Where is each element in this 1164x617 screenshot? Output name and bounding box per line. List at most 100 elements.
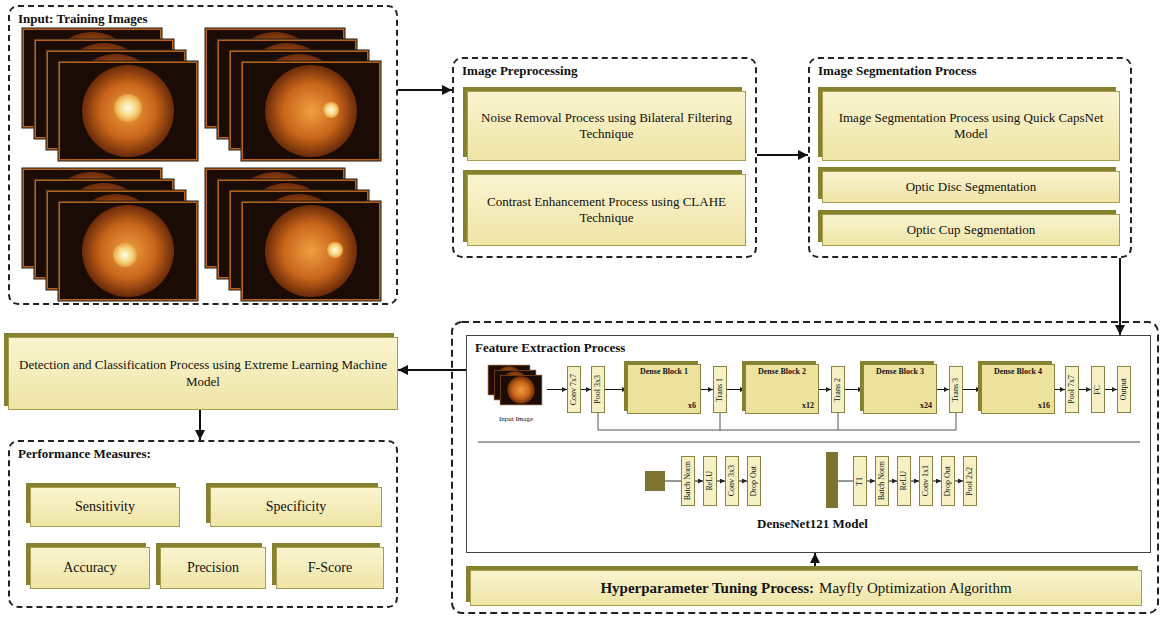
flow-arrow <box>581 389 591 390</box>
process-box: Specificity <box>210 487 382 527</box>
node-text: Contrast Enhancement Process using CLAHE… <box>478 194 735 227</box>
flow-arrow <box>701 389 713 390</box>
node-text: Dense Block 3 <box>868 368 932 377</box>
node-text: Detection and Classification Process usi… <box>19 357 387 390</box>
process-box: Precision <box>160 547 266 589</box>
node-text: Hyperparameter Tuning Process: <box>600 580 814 597</box>
flow-arrow <box>695 481 703 482</box>
layer-box: Pool 7x7 <box>1065 366 1079 413</box>
layer-box: Pool 3x3 <box>591 366 605 413</box>
flow-arrow <box>937 389 949 390</box>
layer-box: Conv 7x7 <box>567 366 581 413</box>
node-text: Batch Norm <box>684 461 692 500</box>
flow-arrow <box>1119 258 1121 335</box>
flow-arrow <box>717 481 725 482</box>
node-text: Dense Block 2 <box>750 368 814 377</box>
group-panel: Image Segmentation ProcessImage Segmenta… <box>808 57 1132 258</box>
label-holder: DenseNet121 Model <box>757 516 868 532</box>
node-text: Precision <box>187 559 239 577</box>
node-text: ReLU <box>900 471 908 491</box>
process-box: Accuracy <box>30 547 150 589</box>
layer-box: Drop Out <box>941 456 955 506</box>
flow-arrow <box>398 369 466 371</box>
node-text: T1 <box>856 477 864 486</box>
layer-box: Trans 3 <box>949 366 963 413</box>
node-text: Pool 3x3 <box>594 375 602 404</box>
dense-block: Dense Block 4 x16 <box>981 364 1055 414</box>
layer-box: Conv 1x1 <box>919 456 933 506</box>
heading-text: Performance Measures: <box>10 442 396 466</box>
node-text: Drop Out <box>750 466 758 496</box>
flow-arrow <box>1079 389 1091 390</box>
flow-arrow <box>739 481 747 482</box>
node-text: Input Image <box>499 416 533 423</box>
layer-box: Pool 2x2 <box>963 456 977 506</box>
layer-box: FC <box>1091 366 1105 413</box>
node-text: x6 <box>688 402 696 410</box>
process-box: F-Score <box>276 547 384 589</box>
node-text: Batch Norm <box>878 461 886 500</box>
flow-arrow <box>547 389 567 390</box>
flow-arrow <box>814 553 816 570</box>
node-text: Sensitivity <box>75 498 135 516</box>
heading-text: Feature Extraction Process <box>467 336 1150 360</box>
group-panel: Image PreprocessingNoise Removal Process… <box>452 57 757 258</box>
flow-arrow <box>1105 389 1117 390</box>
fundus-stack <box>22 28 198 161</box>
node-text: FC <box>1094 385 1102 395</box>
dense-block: Dense Block 2x12 <box>745 364 819 414</box>
node-text: Trans 2 <box>834 378 842 402</box>
node-text: x24 <box>920 402 932 410</box>
layer-box: Output <box>1117 366 1131 413</box>
group-panel: Input: Training Images <box>8 5 398 305</box>
node-text: Drop Out <box>944 466 952 496</box>
fundus-stack <box>205 28 381 161</box>
layer-box: Batch Norm <box>681 456 695 506</box>
node-text: Noise Removal Process using Bilateral Fi… <box>478 110 735 143</box>
node-text: x16 <box>1038 402 1050 410</box>
layer-box: Trans 2 <box>831 366 845 413</box>
node-text: Mayfly Optimization Algorithm <box>819 580 1011 597</box>
optic-disc <box>113 243 137 267</box>
feature-map-block <box>645 471 665 491</box>
skip-connections <box>598 413 956 430</box>
node-text: Conv 1x1 <box>922 465 930 496</box>
flow-arrow <box>889 481 897 482</box>
node-text: Pool 7x7 <box>1068 375 1076 404</box>
flow-arrow <box>199 410 201 440</box>
node-text: Output <box>1120 378 1128 400</box>
node-text: Trans 1 <box>716 378 724 402</box>
wire <box>665 481 681 482</box>
flow-arrow <box>845 389 863 390</box>
optic-disc <box>323 102 339 118</box>
process-box: Detection and Classification Process usi… <box>8 337 398 410</box>
node-text: Dense Block 4 <box>986 368 1050 377</box>
separator-line <box>478 442 1140 443</box>
fundus-stack <box>22 168 198 301</box>
node-text: Conv 7x7 <box>570 374 578 405</box>
input-thumbnail <box>500 375 542 405</box>
dense-block: Dense Block 1x6 <box>627 364 701 414</box>
wire <box>838 481 853 482</box>
layer-box: Batch Norm <box>875 456 889 506</box>
process-box: Contrast Enhancement Process using CLAHE… <box>467 174 746 246</box>
node-text: Pool 2x2 <box>966 467 974 496</box>
node-text: Trans 3 <box>952 378 960 402</box>
node-text: Optic Disc Segmentation <box>906 179 1037 195</box>
fundus-stack <box>205 168 381 301</box>
frame-panel: Feature Extraction ProcessInput ImageCon… <box>466 335 1151 553</box>
group-panel: Performance Measures: Sensitivity Specific… <box>8 440 398 608</box>
flow-arrow <box>819 389 831 390</box>
node-text: Accuracy <box>63 559 117 577</box>
node-text: Optic Cup Segmentation <box>907 222 1036 238</box>
flow-arrow <box>605 389 627 390</box>
heading-text: Input: Training Images <box>10 7 396 31</box>
optic-disc <box>114 94 142 122</box>
layer-box: T1 <box>853 456 867 506</box>
flow-arrow <box>963 389 981 390</box>
process-box: Optic Cup Segmentation <box>822 214 1120 246</box>
flow-arrow <box>933 481 941 482</box>
layer-box: Drop Out <box>747 456 761 506</box>
image-node: Input Image <box>485 364 547 423</box>
